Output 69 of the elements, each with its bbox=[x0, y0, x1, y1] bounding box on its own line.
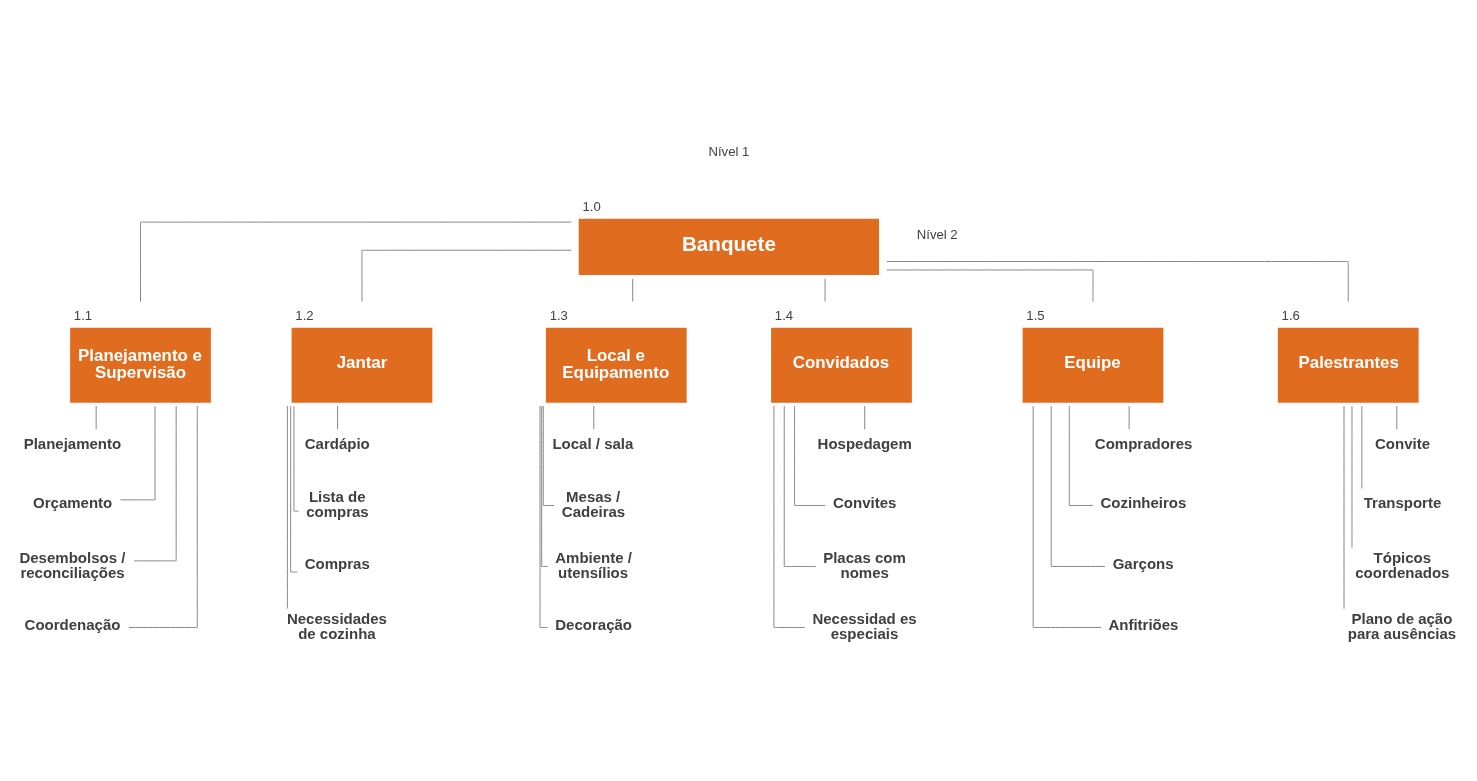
node-text: Compras bbox=[304, 554, 370, 572]
node-text: Plano de ação para ausências bbox=[1347, 609, 1457, 642]
connector bbox=[361, 249, 572, 302]
node-text: Placas com nomes bbox=[823, 548, 906, 581]
node-text: Necessidad es especiais bbox=[812, 609, 917, 642]
node-box: Banquete bbox=[578, 218, 880, 275]
node-text: Convites bbox=[833, 493, 897, 511]
node-text: Transporte bbox=[1363, 493, 1442, 511]
connector bbox=[1351, 405, 1353, 548]
node-text: Cozinheiros bbox=[1100, 493, 1187, 511]
node-text: Ambiente / utensílios bbox=[555, 548, 632, 581]
node-text: Tópicos coordenados bbox=[1355, 548, 1450, 581]
node-text: Desembolsos / reconciliações bbox=[19, 548, 126, 581]
node-box: Convidados bbox=[771, 327, 912, 403]
node-label: 1.5 bbox=[1026, 307, 1045, 323]
connector bbox=[773, 405, 806, 628]
node-box: Equipe bbox=[1022, 327, 1164, 403]
node-text: Necessidades de cozinha bbox=[286, 609, 387, 642]
node-text: Lista de compras bbox=[306, 487, 369, 520]
node-label: 1.3 bbox=[549, 307, 568, 323]
connector bbox=[140, 221, 572, 302]
node-text: Planejamento bbox=[23, 434, 122, 452]
connector bbox=[542, 405, 555, 506]
node-box: Jantar bbox=[291, 327, 433, 403]
node-text: Anfitriões bbox=[1108, 615, 1179, 633]
node-box: Palestrantes bbox=[1277, 327, 1419, 403]
connector bbox=[1343, 405, 1345, 609]
node-box: Local e Equipamento bbox=[545, 327, 687, 403]
node-text: Mesas / Cadeiras bbox=[561, 487, 626, 520]
connector bbox=[290, 405, 298, 573]
connector bbox=[593, 405, 595, 430]
node-text: Hospedagem bbox=[817, 434, 912, 452]
connector bbox=[1068, 405, 1094, 506]
connector bbox=[1128, 405, 1130, 430]
connector bbox=[286, 405, 288, 609]
connector bbox=[128, 405, 198, 628]
connector bbox=[1032, 405, 1102, 628]
node-text: Local / sala bbox=[552, 434, 634, 452]
connector bbox=[120, 405, 156, 500]
connector bbox=[783, 405, 817, 567]
connector bbox=[541, 405, 549, 567]
node-text: Coordenação bbox=[24, 615, 121, 633]
connector bbox=[293, 405, 300, 512]
node-text: Garçons bbox=[1112, 554, 1174, 572]
connector bbox=[886, 268, 1094, 302]
connector bbox=[794, 405, 826, 506]
connector bbox=[337, 405, 339, 430]
node-text: Cardápio bbox=[304, 434, 370, 452]
connector bbox=[632, 277, 634, 302]
connector bbox=[886, 260, 1349, 302]
connector bbox=[133, 405, 177, 561]
connector bbox=[1050, 405, 1106, 567]
node-label: 1.0 bbox=[582, 198, 601, 214]
label: Nível 1 bbox=[708, 143, 750, 159]
connector bbox=[95, 405, 97, 430]
node-label: 1.4 bbox=[774, 307, 794, 323]
connector bbox=[1361, 405, 1363, 489]
node-text: Convite bbox=[1374, 434, 1430, 452]
node-text: Decoração bbox=[555, 615, 632, 633]
node-text: Compradores bbox=[1094, 434, 1193, 452]
node-label: 1.6 bbox=[1281, 307, 1300, 323]
connector bbox=[824, 277, 826, 302]
node-box: Planejamento e Supervisão bbox=[70, 327, 211, 403]
node-label: 1.1 bbox=[73, 307, 93, 323]
label: Nível 2 bbox=[916, 226, 958, 242]
node-label: 1.2 bbox=[295, 307, 314, 323]
connector bbox=[864, 405, 866, 430]
node-text: Orçamento bbox=[33, 493, 113, 511]
connector bbox=[1396, 405, 1398, 430]
